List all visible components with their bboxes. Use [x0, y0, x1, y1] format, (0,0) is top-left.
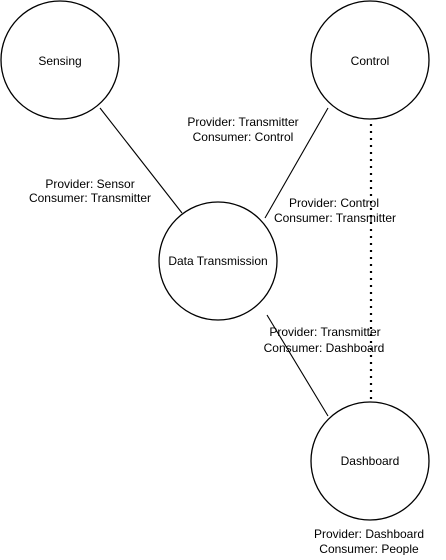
edge-control-data-transmission — [264, 107, 329, 219]
edge-label-provider: Provider: Transmitter — [187, 115, 298, 129]
node-control[interactable]: Control — [310, 0, 430, 120]
node-data-transmission-circle — [158, 201, 278, 321]
edge-label-provider: Provider: Control — [289, 196, 379, 210]
node-data-transmission[interactable]: Data Transmission — [158, 201, 278, 321]
edge-label-transmission-dashboard: Provider: Transmitter Consumer: Dashboar… — [264, 325, 385, 355]
node-dashboard-label: Dashboard — [341, 454, 400, 468]
edge-label-consumer: Consumer: Control — [193, 130, 294, 144]
edge-label-provider: Provider: Sensor — [45, 177, 134, 191]
edge-label-provider: Provider: Transmitter — [269, 325, 380, 339]
node-dashboard-circle — [310, 401, 430, 521]
edge-label-sensing-transmission: Provider: Sensor Consumer: Transmitter — [29, 177, 151, 205]
edge-label-dashboard-people: Provider: Dashboard Consumer: People — [314, 527, 424, 556]
node-control-circle — [310, 0, 430, 120]
node-sensing-label: Sensing — [38, 54, 81, 68]
edge-label-consumer: Consumer: Transmitter — [29, 191, 151, 205]
edge-label-consumer: Consumer: Dashboard — [264, 341, 385, 355]
edge-label-consumer: Consumer: Transmitter — [274, 211, 396, 225]
edge-label-consumer: Consumer: People — [319, 542, 419, 555]
edge-data-transmission-dashboard — [266, 314, 329, 417]
node-sensing[interactable]: Sensing — [0, 0, 120, 120]
node-dashboard[interactable]: Dashboard — [310, 401, 430, 521]
edge-sensing-data-transmission — [99, 107, 183, 214]
node-control-label: Control — [351, 54, 390, 68]
edge-label-control-transmission: Provider: Control Consumer: Transmitter — [274, 196, 396, 225]
node-sensing-circle — [0, 0, 120, 120]
node-data-transmission-label: Data Transmission — [168, 254, 267, 268]
edge-label-provider: Provider: Dashboard — [314, 527, 424, 541]
edge-label-transmission-control: Provider: Transmitter Consumer: Control — [187, 115, 298, 144]
